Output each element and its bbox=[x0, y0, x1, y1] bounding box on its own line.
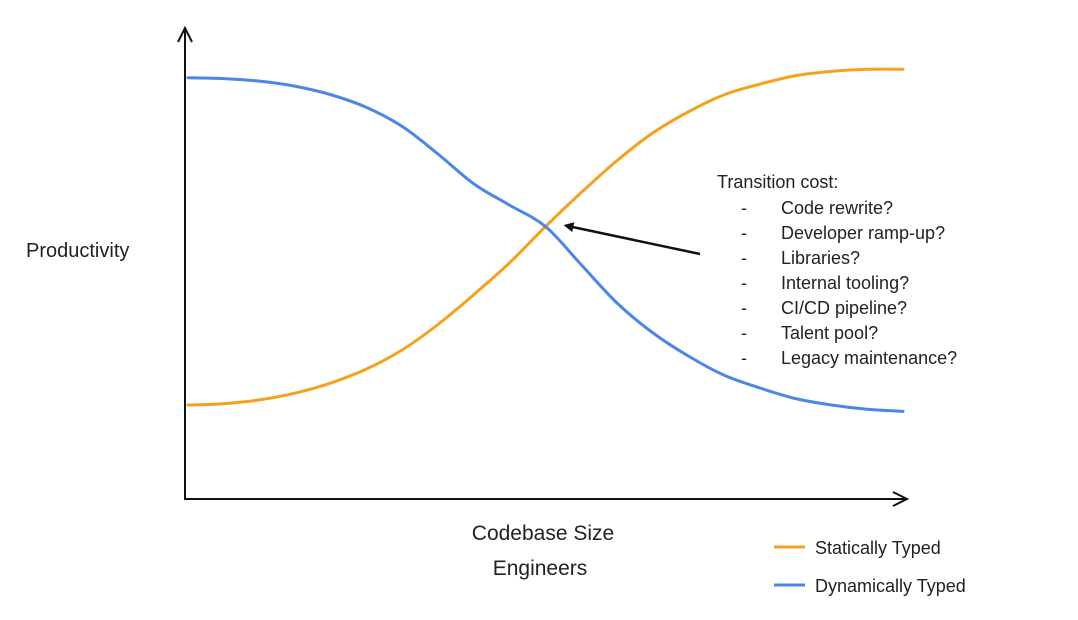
legend: Statically Typed Dynamically Typed bbox=[774, 538, 966, 596]
annotation-bullet: - bbox=[741, 223, 747, 243]
annotation-bullet: - bbox=[741, 298, 747, 318]
annotation-item: Code rewrite? bbox=[781, 198, 893, 218]
x-axis-label-line-1: Codebase Size bbox=[472, 522, 614, 545]
y-axis-arrowhead bbox=[177, 25, 193, 43]
legend-label-statically-typed: Statically Typed bbox=[815, 538, 941, 558]
annotation-item: Internal tooling? bbox=[781, 273, 909, 293]
y-axis-label: Productivity bbox=[26, 240, 129, 262]
annotation-item: Legacy maintenance? bbox=[781, 348, 957, 368]
annotation-arrow bbox=[563, 222, 701, 256]
annotation-bullet: - bbox=[741, 273, 747, 293]
annotation-item: Libraries? bbox=[781, 248, 860, 268]
annotation-bullet: - bbox=[741, 348, 747, 368]
annotation-bullet: - bbox=[741, 248, 747, 268]
annotation-title: Transition cost: bbox=[717, 172, 838, 192]
x-axis-label-line-2: Engineers bbox=[493, 557, 588, 580]
annotation-bullet: - bbox=[741, 323, 747, 343]
annotation-item: CI/CD pipeline? bbox=[781, 298, 907, 318]
series-dynamically-typed-line bbox=[186, 76, 905, 413]
x-axis-arrowhead bbox=[892, 491, 910, 507]
annotation-item: Developer ramp-up? bbox=[781, 223, 945, 243]
annotation-item: Talent pool? bbox=[781, 323, 878, 343]
legend-label-dynamically-typed: Dynamically Typed bbox=[815, 576, 966, 596]
annotation-list: - Code rewrite? - Developer ramp-up? - Librar… bbox=[741, 198, 957, 368]
annotation-bullet: - bbox=[741, 198, 747, 218]
